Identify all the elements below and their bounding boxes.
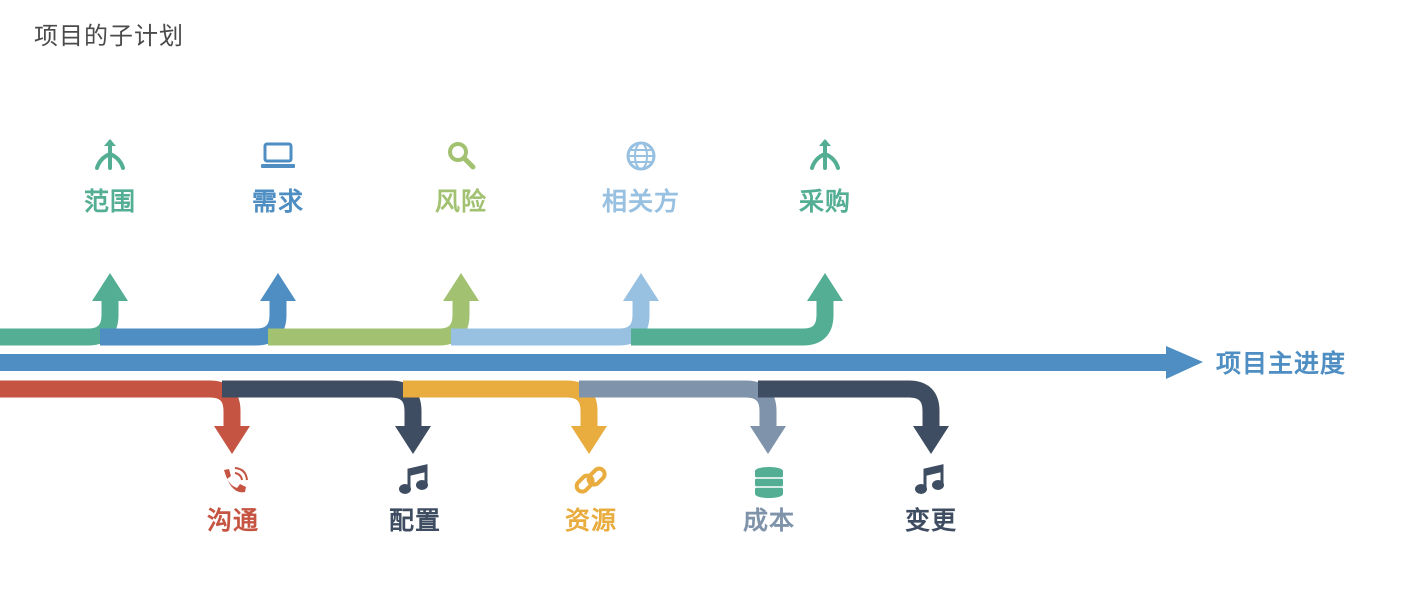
upper-branch-arrowhead	[92, 273, 128, 301]
upper-plan-label: 需求	[252, 187, 304, 216]
lower-branch-arrowhead	[395, 426, 431, 454]
upper-branch-arrowhead	[443, 273, 479, 301]
laptop-icon	[261, 142, 295, 168]
main-line-arrowhead	[1166, 346, 1203, 379]
main-progress-line: 项目主进度	[0, 346, 1346, 379]
upper-plan-label: 风险	[435, 187, 487, 216]
link-icon	[574, 466, 607, 494]
lower-branch-path	[579, 380, 777, 428]
lower-branch-1	[222, 380, 431, 454]
upper-branch-path	[100, 299, 287, 346]
lower-branch-arrowhead	[571, 426, 607, 454]
upper-plan-label: 相关方	[602, 187, 680, 216]
lower-branch-path	[403, 380, 598, 428]
database-icon	[755, 467, 783, 498]
main-line-label: 项目主进度	[1216, 349, 1346, 378]
lower-branch-2	[403, 380, 607, 454]
lower-branch-arrowhead	[750, 426, 786, 454]
upper-plan-label: 范围	[84, 187, 136, 216]
lower-branch-4	[758, 380, 949, 454]
upper-branch-3	[451, 273, 659, 346]
page-title: 项目的子计划	[34, 22, 184, 50]
upper-branch-path	[268, 299, 470, 346]
lower-plan-label: 沟通	[207, 506, 259, 535]
upper-branch-arrowhead	[623, 273, 659, 301]
upper-branch-path	[451, 299, 650, 346]
upper-branch-2	[268, 273, 479, 346]
upper-plan-label: 采购	[799, 187, 851, 216]
fork-icon	[95, 139, 125, 170]
upper-branch-arrowhead	[807, 273, 843, 301]
lower-plan-label: 变更	[905, 506, 957, 535]
lower-branch-path	[222, 380, 422, 428]
music-note-icon	[399, 464, 428, 494]
phone-icon	[224, 467, 248, 493]
upper-branch-4	[631, 273, 843, 346]
main-line-shaft	[0, 354, 1172, 371]
lower-branch-arrowhead	[913, 426, 949, 454]
upper-branch-path	[631, 299, 834, 346]
lower-branch-arrowhead	[214, 426, 250, 454]
lower-branch-path	[0, 380, 241, 428]
fork-icon	[810, 139, 840, 170]
upper-branch-path	[0, 299, 119, 346]
lower-branch-3	[579, 380, 786, 454]
lower-plan-label: 资源	[565, 506, 617, 535]
upper-branch-arrowhead	[260, 273, 296, 301]
search-icon	[448, 142, 476, 170]
branches-layer	[0, 273, 949, 454]
lower-branch-0	[0, 380, 250, 454]
lower-plan-label: 配置	[389, 506, 441, 535]
upper-branch-0	[0, 273, 128, 346]
upper-branch-1	[100, 273, 296, 346]
lower-branch-path	[758, 380, 940, 428]
globe-icon	[626, 141, 656, 171]
lower-plan-label: 成本	[743, 506, 795, 535]
music-note-icon	[915, 464, 944, 494]
